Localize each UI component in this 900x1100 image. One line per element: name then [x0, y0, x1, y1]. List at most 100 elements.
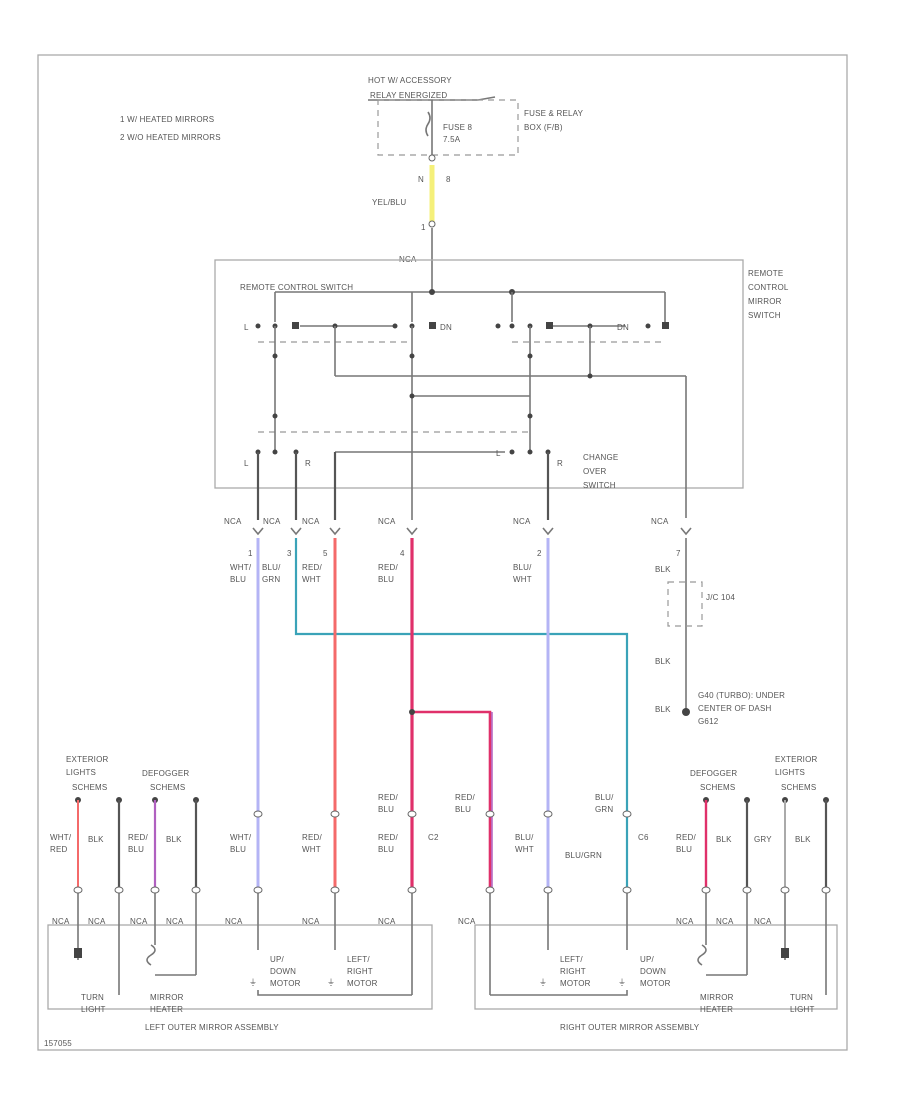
l-nca-e: NCA	[225, 917, 243, 926]
wc-3a: RED/	[302, 563, 322, 572]
r-wc-3: GRY	[754, 835, 772, 844]
hpin-5: 2	[537, 549, 542, 558]
conn-sym-2	[290, 527, 302, 536]
r-defog-1: DEFOGGER	[690, 769, 737, 778]
co-contact-5	[527, 449, 533, 455]
l-defog-2: SCHEMS	[150, 783, 185, 792]
turn-light-symbol-right	[781, 948, 789, 958]
r-wc-1b: BLU	[676, 845, 692, 854]
b-wc-3b: BLU	[378, 845, 394, 854]
top-pin-2: DN	[617, 323, 629, 332]
contact-1	[255, 323, 261, 329]
co-contact-4	[509, 449, 515, 455]
l-lr-1: LEFT/	[347, 955, 370, 964]
b-wc-1b: BLU	[230, 845, 246, 854]
ground-2: CENTER OF DASH	[698, 704, 771, 713]
mid-red-blu-c: RED/	[455, 793, 475, 802]
contact-5	[392, 323, 398, 329]
fuse-terminal	[428, 154, 436, 162]
r-heat-1: MIRROR	[700, 993, 734, 1002]
pin-n: N	[418, 175, 424, 184]
nca-6: NCA	[651, 517, 669, 526]
fuse-relay-box	[377, 99, 519, 156]
right-assembly-label: RIGHT OUTER MIRROR ASSEMBLY	[560, 1023, 700, 1032]
l-nca-f: NCA	[302, 917, 320, 926]
side-label-2: CONTROL	[748, 283, 789, 292]
blugrn-label: BLU/GRN	[565, 851, 602, 860]
l-lr-3: MOTOR	[347, 979, 378, 988]
jc-box	[667, 581, 703, 627]
l-ud-1: UP/	[270, 955, 285, 964]
wc-6: BLK	[655, 565, 671, 574]
bus-junction-1	[429, 289, 435, 295]
contact-3	[292, 322, 299, 329]
footer-code: 157055	[44, 1039, 72, 1048]
conn-c1: C2	[428, 833, 439, 842]
l-wc-1a: WHT/	[50, 833, 72, 842]
r-ud-3: MOTOR	[640, 979, 671, 988]
l-lr-2: RIGHT	[347, 967, 373, 976]
top-pin-1: DN	[440, 323, 452, 332]
l-nca-g: NCA	[378, 917, 396, 926]
l-wc-1b: RED	[50, 845, 68, 854]
r-wc-2: BLK	[716, 835, 732, 844]
co-pin-r2: R	[557, 459, 563, 468]
jc-label: J/C 104	[706, 593, 735, 602]
diagram-frame	[37, 54, 848, 1051]
l-wc-3b: BLU	[128, 845, 144, 854]
hot-label-2: RELAY ENERGIZED	[370, 91, 447, 100]
co-pin-l: L	[244, 459, 249, 468]
nca-2: NCA	[263, 517, 281, 526]
right-leftright-motor-icon: ⏚	[539, 978, 547, 987]
mid-blu-grn-b: GRN	[595, 805, 613, 814]
hpin-2: 3	[287, 549, 292, 558]
contact-13	[645, 323, 651, 329]
b-wc-4a: BLU/	[515, 833, 534, 842]
co-label-2: OVER	[583, 467, 606, 476]
l-wc-2: BLK	[88, 835, 104, 844]
right-heater-symbol	[697, 944, 707, 966]
l-nca-c: NCA	[130, 917, 148, 926]
r-lr-1: LEFT/	[560, 955, 583, 964]
l-turn-2: LIGHT	[81, 1005, 106, 1014]
co-contact-2	[272, 449, 278, 455]
l-nca-b: NCA	[88, 917, 106, 926]
wire-blu-grn	[294, 538, 629, 890]
legend-item-2: 2 W/O HEATED MIRRORS	[120, 133, 221, 142]
wire-red-blu-branch	[412, 710, 492, 890]
l-heat-1: MIRROR	[150, 993, 184, 1002]
b-wc-4b: WHT	[515, 845, 534, 854]
l-heat-2: HEATER	[150, 1005, 183, 1014]
remote-title: REMOTE CONTROL SWITCH	[240, 283, 353, 292]
l-inner-9	[257, 990, 412, 996]
box-label-1: FUSE & RELAY	[524, 109, 584, 118]
wc-4b: BLU	[378, 575, 394, 584]
wc-1b: BLU	[230, 575, 246, 584]
wc-5b: WHT	[513, 575, 532, 584]
r-ud-2: DOWN	[640, 967, 666, 976]
co-label-3: SWITCH	[583, 481, 616, 490]
side-label-4: SWITCH	[748, 311, 781, 320]
conn-sym-5	[542, 527, 554, 536]
nca-3: NCA	[302, 517, 320, 526]
l-defog-1: DEFOGGER	[142, 769, 189, 778]
l-ud-2: DOWN	[270, 967, 296, 976]
wc-5a: BLU/	[513, 563, 532, 572]
wire-yel-blu: YEL/BLU	[372, 198, 406, 207]
ground-1: G40 (TURBO): UNDER	[698, 691, 785, 700]
int-dot-1	[272, 353, 278, 359]
hpin-6: 7	[676, 549, 681, 558]
b-wc-1a: WHT/	[230, 833, 252, 842]
pin-1-connector	[428, 220, 436, 228]
wc-2b: GRN	[262, 575, 280, 584]
contact-11	[546, 322, 553, 329]
legend-item-1: 1 W/ HEATED MIRRORS	[120, 115, 214, 124]
left-heater-symbol	[146, 944, 156, 966]
r-ext-1: EXTERIOR	[775, 755, 818, 764]
l-ext-3: SCHEMS	[72, 783, 107, 792]
side-label-3: MIRROR	[748, 297, 782, 306]
int-dot-3	[527, 353, 533, 359]
r-ext-3: SCHEMS	[781, 783, 816, 792]
left-leftright-motor-icon: ⏚	[327, 978, 335, 987]
int-dot-6	[272, 413, 278, 419]
